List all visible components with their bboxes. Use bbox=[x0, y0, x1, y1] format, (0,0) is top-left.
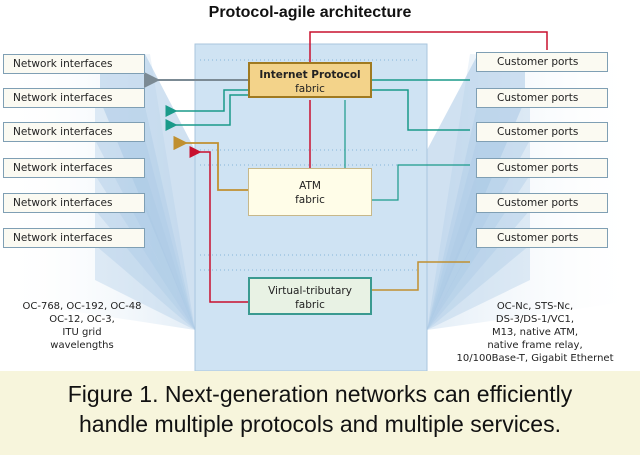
ip-fabric-sublabel: fabric bbox=[295, 83, 325, 95]
right-note-line-2: DS-3/DS-1/VC1, bbox=[495, 314, 575, 325]
network-interfaces-box-4: Network interfaces bbox=[3, 158, 145, 178]
customer-ports-box-4: Customer ports bbox=[476, 158, 608, 178]
ip-fabric: Internet Protocol fabric bbox=[248, 62, 372, 98]
diagram-title: Protocol-agile architecture bbox=[208, 4, 412, 21]
caption-line-1: Figure 1. Next-generation networks can e… bbox=[67, 381, 573, 407]
teal-link-right-4 bbox=[372, 164, 470, 201]
teal-link-1 bbox=[165, 89, 248, 117]
teal-link-right bbox=[372, 89, 470, 131]
right-note-line-1: OC-Nc, STS-Nc, bbox=[496, 301, 574, 312]
vt-fabric-sublabel: fabric bbox=[295, 299, 325, 311]
right-note: OC-Nc, STS-Nc, DS-3/DS-1/VC1, M13, nativ… bbox=[432, 300, 638, 365]
left-note: OC-768, OC-192, OC-48 OC-12, OC-3, ITU g… bbox=[2, 300, 162, 352]
caption-line-2: handle multiple protocols and multiple s… bbox=[79, 411, 561, 437]
right-note-line-3: M13, native ATM, bbox=[491, 327, 579, 338]
network-interfaces-box-5: Network interfaces bbox=[3, 193, 145, 213]
atm-fabric-label: ATM bbox=[299, 180, 321, 192]
left-note-line-2: OC-12, OC-3, bbox=[49, 314, 115, 325]
network-interfaces-box-3: Network interfaces bbox=[3, 122, 145, 142]
vt-fabric: Virtual-tributary fabric bbox=[248, 277, 372, 315]
customer-ports-box-3: Customer ports bbox=[476, 122, 608, 142]
atm-fabric-sublabel: fabric bbox=[295, 194, 325, 206]
ip-fabric-label: Internet Protocol bbox=[259, 69, 361, 81]
caption-background bbox=[0, 371, 640, 455]
network-interfaces-box-1: Network interfaces bbox=[3, 54, 145, 74]
customer-ports-box-6: Customer ports bbox=[476, 228, 608, 248]
left-note-line-3: ITU grid bbox=[62, 327, 102, 338]
network-interfaces-box-6: Network interfaces bbox=[3, 228, 145, 248]
customer-ports-box-5: Customer ports bbox=[476, 193, 608, 213]
panel-guides bbox=[200, 59, 420, 271]
gold-link bbox=[173, 135, 248, 191]
right-note-line-5: 10/100Base-T, Gigabit Ethernet bbox=[456, 353, 614, 364]
left-note-line-1: OC-768, OC-192, OC-48 bbox=[22, 301, 142, 312]
vt-fabric-label: Virtual-tributary bbox=[268, 285, 352, 297]
red-link-left bbox=[189, 146, 248, 303]
customer-ports-box-1: Customer ports bbox=[476, 52, 608, 72]
atm-fabric: ATM fabric bbox=[248, 168, 372, 216]
teal-link-2 bbox=[165, 94, 248, 131]
left-note-line-4: wavelengths bbox=[50, 340, 114, 351]
customer-ports-box-2: Customer ports bbox=[476, 88, 608, 108]
figure-caption: Figure 1. Next-generation networks can e… bbox=[0, 379, 640, 439]
network-interfaces-box-2: Network interfaces bbox=[3, 88, 145, 108]
right-note-line-4: native frame relay, bbox=[487, 340, 583, 351]
gold-link-right bbox=[372, 261, 470, 291]
red-link-top bbox=[309, 31, 548, 62]
